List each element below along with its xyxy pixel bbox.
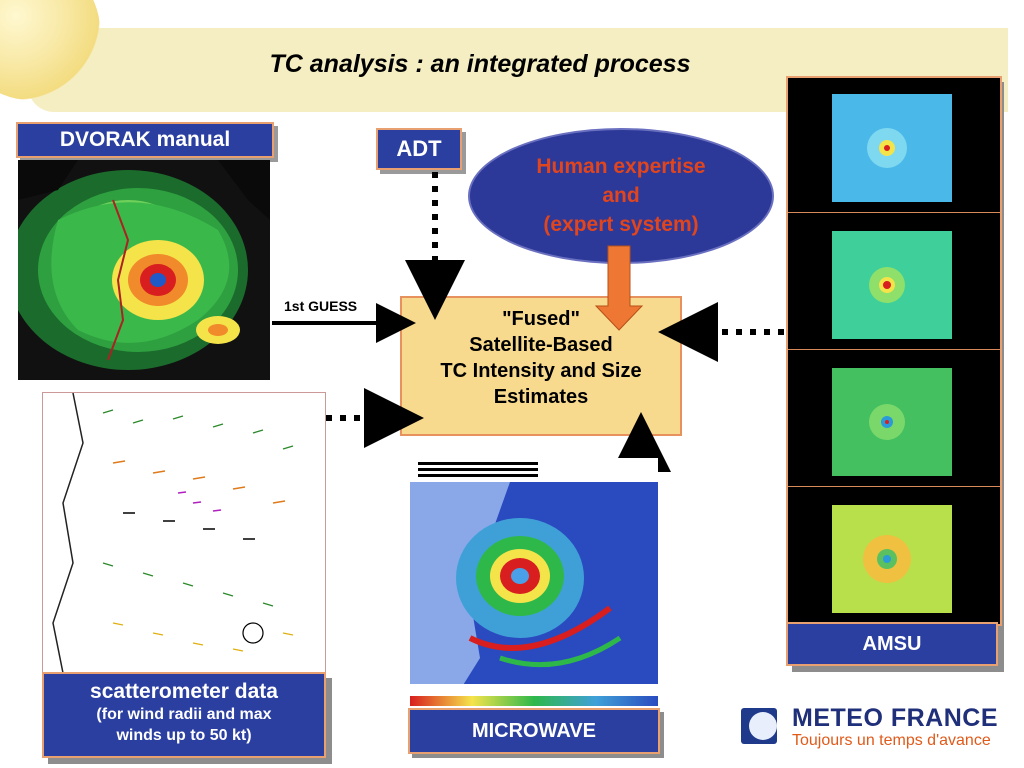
amsu-panel-4 — [788, 489, 1000, 623]
amsu-panel-2 — [788, 215, 1000, 350]
amsu-label: AMSU — [786, 622, 998, 666]
expert-line-2: and — [602, 184, 640, 207]
scatterometer-sub-line-1: (for wind radii and max — [96, 706, 272, 723]
adt-label: ADT — [376, 128, 462, 170]
amsu-images — [786, 76, 1002, 626]
expert-arrow — [594, 245, 644, 331]
expert-line-3: (expert system) — [543, 213, 699, 236]
logo-tagline: Toujours un temps d'avance — [792, 732, 991, 749]
fused-line-1: "Fused" — [502, 308, 580, 330]
human-expertise-text: Human expertise and (expert system) — [468, 152, 774, 239]
expert-line-1: Human expertise — [536, 155, 706, 178]
meteo-france-logo-globe-icon — [749, 712, 777, 740]
dvorak-label: DVORAK manual — [16, 122, 274, 158]
scatterometer-subtitle: (for wind radii and max winds up to 50 k… — [44, 704, 324, 746]
fused-line-2: Satellite-Based — [469, 334, 613, 356]
scatterometer-label: scatterometer data (for wind radii and m… — [42, 672, 326, 758]
microwave-image — [410, 458, 658, 706]
fused-estimates-text: "Fused" Satellite-Based TC Intensity and… — [400, 306, 682, 410]
slide-title: TC analysis : an integrated process — [269, 50, 691, 78]
fused-line-3: TC Intensity and Size — [440, 360, 642, 382]
scatterometer-sub-line-2: winds up to 50 kt) — [116, 727, 252, 744]
scatterometer-title: scatterometer data — [90, 680, 278, 703]
scatterometer-image — [42, 392, 326, 674]
logo-name: METEO FRANCE — [792, 704, 998, 732]
first-guess-label: 1st GUESS — [284, 298, 358, 314]
amsu-panel-1 — [788, 78, 1000, 213]
amsu-panel-3 — [788, 352, 1000, 487]
dvorak-satellite-image — [18, 160, 270, 380]
human-expertise-ellipse — [468, 128, 774, 264]
microwave-label: MICROWAVE — [408, 708, 660, 754]
fused-line-4: Estimates — [493, 386, 589, 408]
